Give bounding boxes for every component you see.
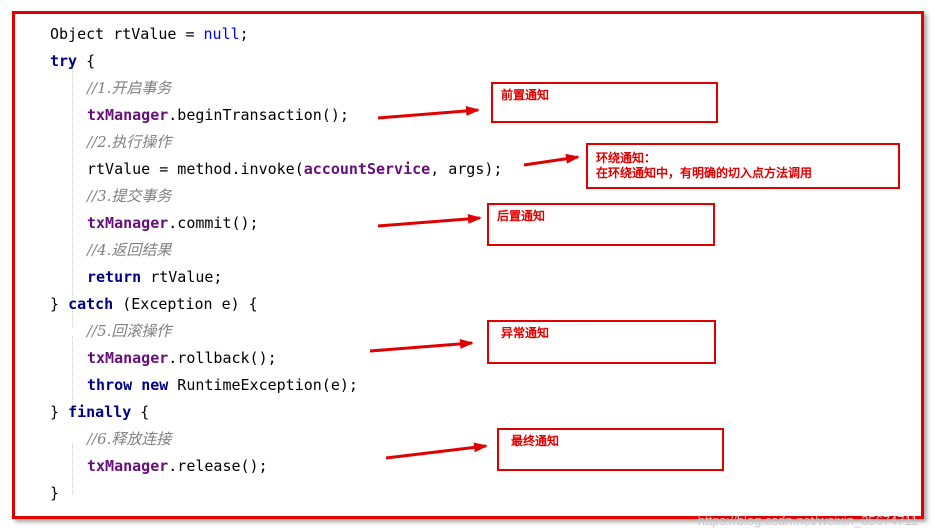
- arrow-after-throwing: [369, 338, 474, 353]
- code-line: throw new RuntimeException(e);: [87, 375, 358, 395]
- comment-line: //3.提交事务: [87, 187, 172, 205]
- code-line: }: [50, 483, 59, 503]
- keyword-throw: throw: [87, 376, 133, 394]
- code-text: }: [50, 484, 60, 502]
- note-after-advice: 最终通知: [497, 428, 724, 471]
- code-editor: Object rtValue = null; try { //1.开启事务 tx…: [15, 14, 921, 516]
- note-after-returning-advice: 后置通知: [487, 203, 715, 246]
- screenshot-frame: Object rtValue = null; try { //1.开启事务 tx…: [12, 11, 924, 519]
- arrow-around: [523, 153, 580, 167]
- code-text: ;: [239, 25, 249, 43]
- code-line: } finally {: [50, 402, 149, 422]
- arrow-before: [377, 105, 480, 120]
- indent-guide: [72, 444, 73, 494]
- keyword-finally: finally: [68, 403, 132, 421]
- code-line: Object rtValue = null;: [50, 24, 249, 44]
- code-text: {: [131, 403, 150, 421]
- indent-guide: [72, 66, 73, 328]
- comment-line: //2.执行操作: [87, 133, 172, 151]
- code-line: } catch (Exception e) {: [50, 294, 258, 314]
- keyword-catch: catch: [68, 295, 114, 313]
- field-txmanager: txManager: [87, 214, 169, 232]
- code-line: txManager.commit();: [87, 213, 259, 233]
- keyword-try: try: [50, 52, 78, 70]
- field-txmanager: txManager: [87, 349, 169, 367]
- code-line: rtValue = method.invoke(accountService, …: [87, 159, 502, 179]
- code-text: rtValue = method.invoke(: [87, 160, 304, 178]
- code-line: try {: [50, 51, 95, 71]
- indent-guide: [72, 336, 73, 412]
- field-accountservice: accountService: [303, 160, 431, 178]
- code-line: txManager.beginTransaction();: [87, 105, 349, 125]
- literal-null: null: [203, 25, 240, 43]
- note-before-advice: 前置通知: [491, 82, 718, 123]
- keyword-new: new: [141, 376, 169, 394]
- keyword-return: return: [87, 268, 142, 286]
- code-line: return rtValue;: [87, 267, 222, 287]
- code-text: Object rtValue =: [50, 25, 204, 43]
- code-text: }: [50, 403, 69, 421]
- code-text: rtValue;: [141, 268, 223, 286]
- code-text: .release();: [168, 457, 268, 475]
- comment-line: //4.返回结果: [87, 241, 172, 259]
- comment-line: //1.开启事务: [87, 79, 172, 97]
- code-line: txManager.rollback();: [87, 348, 277, 368]
- code-text: , args);: [430, 160, 503, 178]
- note-after-throwing-advice: 异常通知: [487, 320, 716, 364]
- note-around-title: 环绕通知：: [596, 151, 657, 165]
- code-text: (Exception e) {: [113, 295, 258, 313]
- field-txmanager: txManager: [87, 457, 169, 475]
- comment-line: //5.回滚操作: [87, 322, 172, 340]
- note-around-advice: 环绕通知： 在环绕通知中，有明确的切入点方法调用: [586, 143, 900, 189]
- code-text: {: [77, 52, 96, 70]
- code-text: .beginTransaction();: [168, 106, 349, 124]
- code-text: .rollback();: [168, 349, 277, 367]
- code-text: }: [50, 295, 69, 313]
- code-text: .commit();: [168, 214, 259, 232]
- arrow-after: [385, 442, 488, 460]
- code-text: RuntimeException(e);: [168, 376, 358, 394]
- code-line: txManager.release();: [87, 456, 268, 476]
- watermark: https://blog.csdn.net/weixin_35674711: [697, 513, 918, 528]
- field-txmanager: txManager: [87, 106, 169, 124]
- comment-line: //6.释放连接: [87, 430, 172, 448]
- note-around-desc: 在环绕通知中，有明确的切入点方法调用: [596, 166, 813, 180]
- arrow-after-returning: [377, 213, 482, 228]
